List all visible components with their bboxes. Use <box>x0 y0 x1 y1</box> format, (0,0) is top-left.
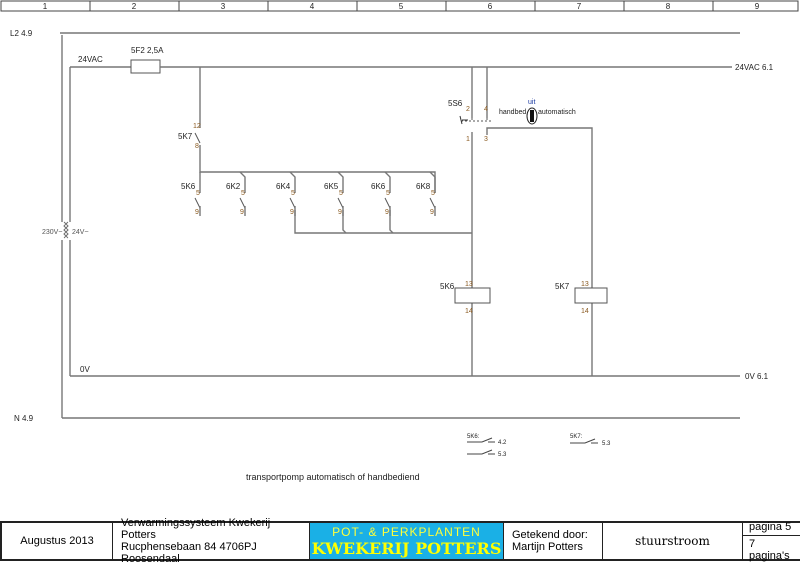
contact-label: 6K6 <box>371 182 386 191</box>
n-label: N 4.9 <box>14 414 34 423</box>
coil-label: 5K6 <box>440 282 455 291</box>
date: Augustus 2013 <box>20 535 94 547</box>
column-number: 1 <box>43 2 48 11</box>
svg-text:5K7:: 5K7: <box>570 434 583 440</box>
switch-terminal-2: 2 <box>466 106 470 113</box>
coil-5k6: 5K6 13 14 <box>440 281 491 315</box>
logo-top: POT- & PERKPLANTEN <box>332 524 481 539</box>
svg-text:5.3: 5.3 <box>602 441 611 447</box>
switch-manual-label: handbed <box>499 109 526 116</box>
coil-terminal: 13 <box>581 281 589 288</box>
contact-label: 6K4 <box>276 182 291 191</box>
l2-label: L2 4.9 <box>10 29 33 38</box>
drawn-by: Martijn Potters <box>512 541 583 553</box>
5k7-contact-label: 5K7 <box>178 132 193 141</box>
coil-terminal: 14 <box>465 308 473 315</box>
caption: transportpomp automatisch of handbediend <box>246 472 420 482</box>
date-cell: Augustus 2013 <box>2 523 113 559</box>
sheet-title-cell: stuurstroom <box>603 523 743 559</box>
cross-ref-5k6: 5K6: 4.2 5.3 <box>467 434 507 458</box>
transformer: 230V~ 24V~ <box>42 35 89 418</box>
coil-terminal: 13 <box>465 281 473 288</box>
cross-ref-5k7: 5K7: 5.3 <box>570 434 611 447</box>
column-number: 4 <box>310 2 315 11</box>
svg-text:4.2: 4.2 <box>498 440 507 446</box>
contact-terminal: 9 <box>385 209 389 216</box>
project-name: Verwarmingssysteem Kwekerij Potters <box>121 517 271 541</box>
contact-label: 6K8 <box>416 182 431 191</box>
page-number: pagina 5 <box>743 519 800 536</box>
24vac-ref: 24VAC 6.1 <box>735 63 774 72</box>
0v-ref: 0V 6.1 <box>745 372 769 381</box>
column-number: 5 <box>399 2 404 11</box>
contact-terminal: 5 <box>291 190 295 197</box>
column-number: 3 <box>221 2 226 11</box>
contact-terminal: 9 <box>290 209 294 216</box>
contact-terminal: 5 <box>431 190 435 197</box>
primary-voltage: 230V~ <box>42 229 62 236</box>
contact-label: 6K5 <box>324 182 339 191</box>
fuse-5f2 <box>130 59 161 74</box>
svg-text:5K6:: 5K6: <box>467 434 480 440</box>
column-number: 8 <box>666 2 671 11</box>
logo-bottom: KWEKERIJ POTTERS <box>311 538 502 558</box>
svg-text:5.3: 5.3 <box>498 452 507 458</box>
project-address: Rucphensebaan 84 4706PJ Roosendaal <box>121 541 257 565</box>
secondary-voltage: 24V~ <box>72 229 89 236</box>
column-number: 9 <box>755 2 760 11</box>
contact-terminal: 5 <box>339 190 343 197</box>
column-ruler: 1 2 3 4 5 6 7 8 9 <box>0 0 799 12</box>
0v-label: 0V <box>80 365 90 374</box>
column-number: 7 <box>577 2 582 11</box>
contact-label: 5K6 <box>181 182 196 191</box>
5k7-top-terminal: 12 <box>193 123 201 130</box>
drawn-by-label: Getekend door: <box>512 529 588 541</box>
sheet-title: stuurstroom <box>635 534 710 548</box>
page-cell: pagina 5 7 pagina's <box>743 521 800 562</box>
contact-terminal: 9 <box>240 209 244 216</box>
5k7-bottom-terminal: 8 <box>195 143 199 150</box>
contact-label: 6K2 <box>226 182 241 191</box>
column-number: 2 <box>132 2 137 11</box>
switch-terminal-4: 4 <box>484 106 488 113</box>
coil-label: 5K7 <box>555 282 570 291</box>
contact-terminal: 5 <box>196 190 200 197</box>
drawn-by-cell: Getekend door: Martijn Potters <box>504 523 603 559</box>
page-count: 7 pagina's <box>749 537 790 562</box>
coil-terminal: 14 <box>581 308 589 315</box>
contact-terminal: 9 <box>430 209 434 216</box>
contact-terminal: 5 <box>386 190 390 197</box>
switch-off-label: uit <box>528 99 535 106</box>
project-cell: Verwarmingssysteem Kwekerij Potters Rucp… <box>113 517 310 565</box>
title-block: Augustus 2013 Verwarmingssysteem Kwekeri… <box>0 517 800 565</box>
switch-auto-label: automatisch <box>538 109 576 116</box>
contact-terminal: 9 <box>195 209 199 216</box>
logo: POT- & PERKPLANTEN KWEKERIJ POTTERS <box>310 523 504 559</box>
contact-terminal: 9 <box>338 209 342 216</box>
switch-5s6-label: 5S6 <box>448 99 463 108</box>
24vac-label: 24VAC <box>78 55 103 64</box>
contact-terminal: 5 <box>241 190 245 197</box>
switch-terminal-3: 3 <box>484 136 488 143</box>
column-number: 6 <box>488 2 493 11</box>
coil-5k7: 5K7 13 14 <box>555 281 608 315</box>
switch-terminal-1: 1 <box>466 136 470 143</box>
fuse-label: 5F2 2,5A <box>131 46 164 55</box>
